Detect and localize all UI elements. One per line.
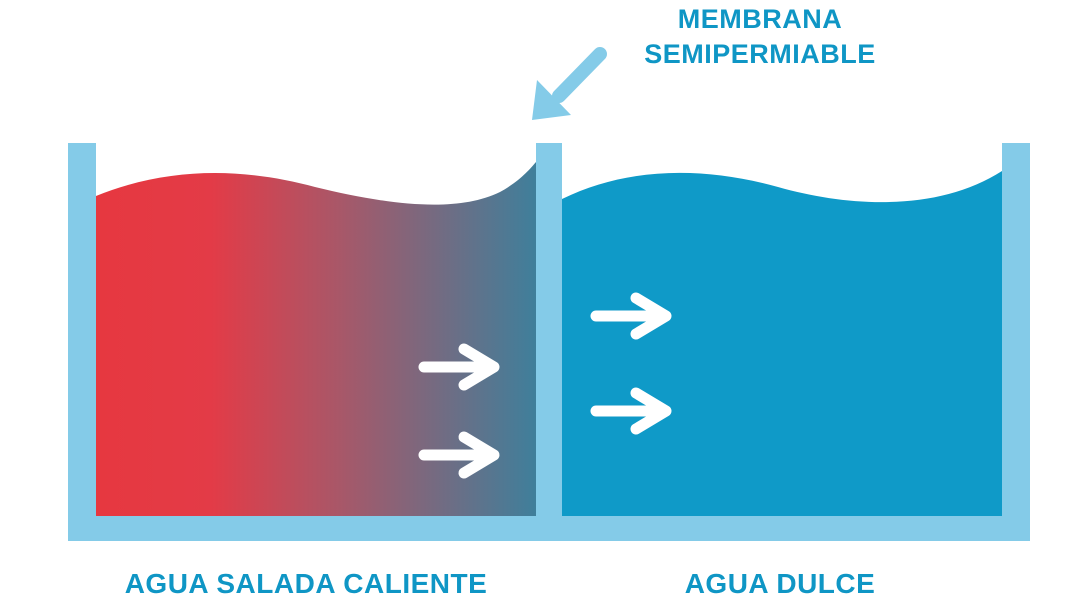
arrow-right-icon — [590, 387, 672, 435]
semipermeable-membrane — [536, 143, 562, 541]
container-right-wall — [1002, 143, 1030, 541]
membrane-label-line-1: MEMBRANA — [677, 4, 843, 34]
membrane-label-line-2: SEMIPERMIABLE — [644, 39, 876, 69]
arrow-down-left-icon — [532, 47, 607, 120]
fresh-water-label: AGUA DULCE — [684, 568, 876, 599]
arrow-right-icon — [418, 431, 500, 479]
fresh-water — [562, 171, 1002, 516]
hot-salt-water — [96, 162, 536, 516]
container-bottom — [68, 516, 1030, 541]
arrow-right-icon — [590, 292, 672, 340]
hot-salt-water-label: AGUA SALADA CALIENTE — [124, 568, 488, 599]
arrow-right-icon — [418, 343, 500, 391]
membrane-label: MEMBRANA SEMIPERMIABLE — [620, 2, 900, 72]
container-left-wall — [68, 143, 96, 541]
